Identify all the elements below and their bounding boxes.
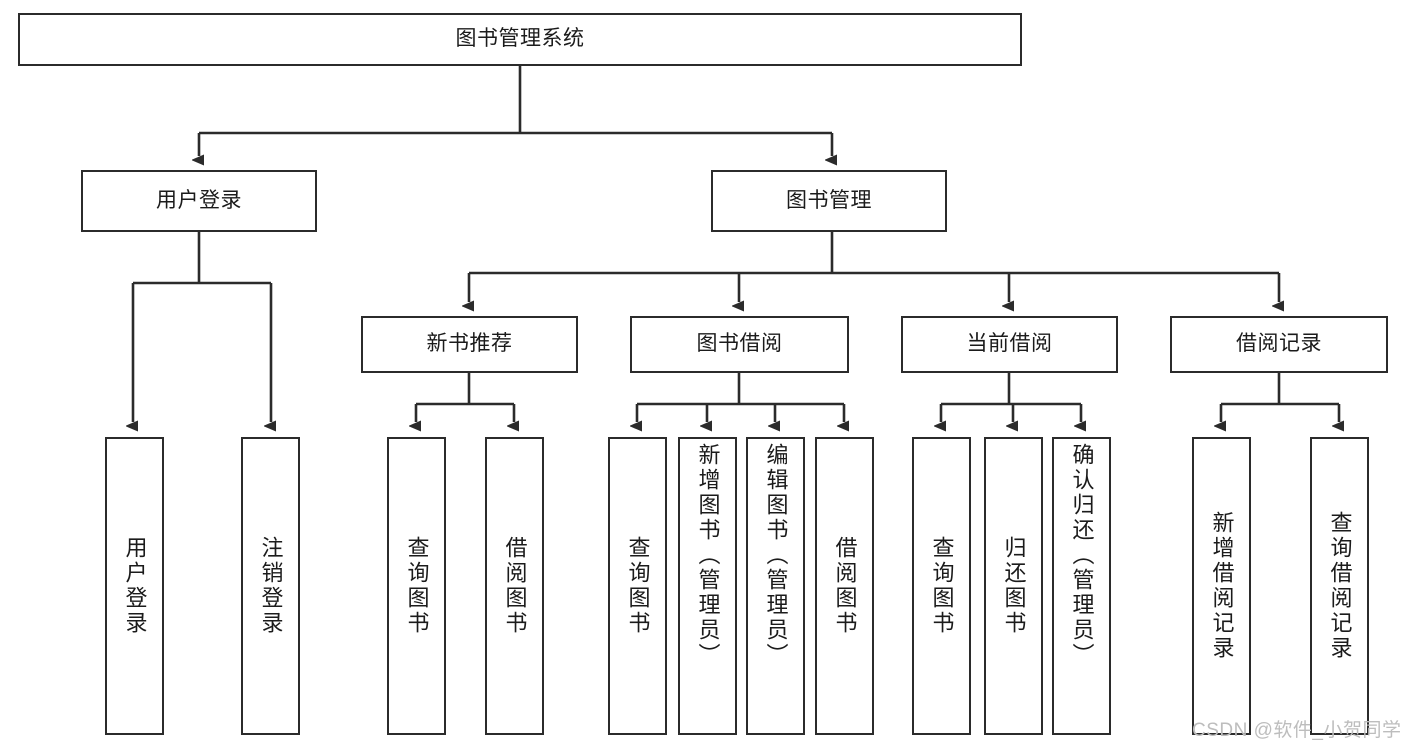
node-new-book-recommend-label: 新书推荐 — [426, 332, 513, 356]
edge-group-root — [199, 66, 832, 156]
node-root[interactable]: 图书管理系统 — [18, 13, 1022, 66]
edge-group-new-book — [416, 373, 514, 422]
leaf-node[interactable]: 查询图书 — [608, 437, 667, 735]
leaf-node[interactable]: 新增图书（管理员） — [678, 437, 737, 735]
leaf-node[interactable]: 借阅图书 — [485, 437, 544, 735]
edge-group-borrow — [637, 373, 844, 422]
edge-group-book-manage — [469, 232, 1279, 302]
leaf-node-label: 新增图书（管理员） — [695, 443, 721, 668]
leaf-node[interactable]: 查询图书 — [387, 437, 446, 735]
leaf-node[interactable]: 确认归还（管理员） — [1052, 437, 1111, 735]
leaf-node-label: 新增借阅记录 — [1209, 511, 1235, 661]
node-current-borrow-label: 当前借阅 — [966, 332, 1053, 356]
edge-group-borrow-record — [1221, 373, 1339, 422]
node-user-login[interactable]: 用户登录 — [81, 170, 317, 232]
leaf-node[interactable]: 用户登录 — [105, 437, 164, 735]
edge-group-user-login — [133, 232, 271, 422]
leaf-node[interactable]: 归还图书 — [984, 437, 1043, 735]
node-book-borrow[interactable]: 图书借阅 — [630, 316, 849, 373]
leaf-node-label: 借阅图书 — [832, 536, 858, 636]
leaf-node-label: 确认归还（管理员） — [1069, 443, 1095, 668]
leaf-node-label: 查询图书 — [404, 536, 430, 636]
node-root-label: 图书管理系统 — [455, 27, 585, 51]
leaf-node-label: 查询图书 — [929, 536, 955, 636]
leaf-node-label: 用户登录 — [122, 536, 148, 636]
leaf-node[interactable]: 借阅图书 — [815, 437, 874, 735]
node-borrow-record[interactable]: 借阅记录 — [1170, 316, 1388, 373]
leaf-node-label: 编辑图书（管理员） — [763, 443, 789, 668]
leaf-node[interactable]: 编辑图书（管理员） — [746, 437, 805, 735]
leaf-node[interactable]: 注销登录 — [241, 437, 300, 735]
node-borrow-record-label: 借阅记录 — [1236, 332, 1322, 356]
leaf-node-label: 归还图书 — [1001, 536, 1027, 636]
node-user-login-label: 用户登录 — [156, 188, 242, 212]
leaf-node[interactable]: 查询图书 — [912, 437, 971, 735]
leaf-node[interactable]: 查询借阅记录 — [1310, 437, 1369, 735]
edge-group-current-borrow — [941, 373, 1081, 422]
node-book-borrow-label: 图书借阅 — [696, 332, 783, 356]
node-current-borrow[interactable]: 当前借阅 — [901, 316, 1118, 373]
node-new-book-recommend[interactable]: 新书推荐 — [361, 316, 578, 373]
leaf-node-label: 查询借阅记录 — [1327, 511, 1353, 661]
node-book-management[interactable]: 图书管理 — [711, 170, 947, 232]
watermark-csdn: CSDN @软件_小贺同学 — [1192, 720, 1402, 741]
leaf-node-label: 查询图书 — [625, 536, 651, 636]
leaf-node-label: 借阅图书 — [502, 536, 528, 636]
leaf-node-label: 注销登录 — [258, 536, 284, 636]
node-book-management-label: 图书管理 — [786, 188, 872, 212]
leaf-node[interactable]: 新增借阅记录 — [1192, 437, 1251, 735]
